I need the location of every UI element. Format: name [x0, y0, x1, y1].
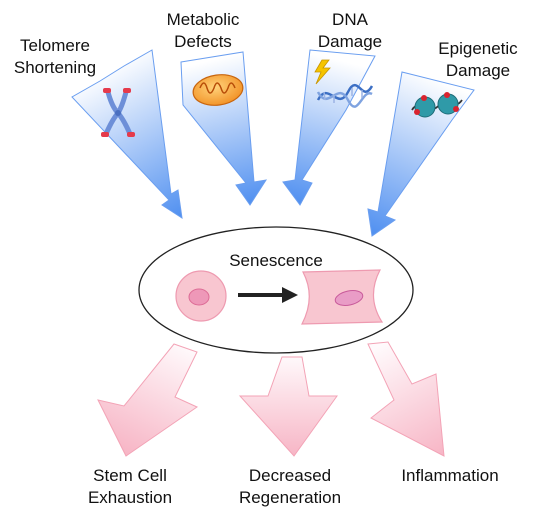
chromosome-icon [101, 88, 135, 137]
cause-label-line2: Shortening [13, 58, 97, 77]
outcome-label-stem-cell: Stem Cell Exhaustion [65, 465, 195, 509]
outcome-label-line1: Inflammation [401, 466, 499, 485]
normal-cell [175, 270, 227, 322]
cause-label-line1: Metabolic [166, 10, 240, 29]
transition-arrow [238, 287, 298, 303]
outcome-label-line1: Decreased [248, 466, 332, 485]
cause-label-line2: Damage [445, 61, 511, 80]
outcome-arrow-stem-cell [97, 343, 199, 457]
cause-label-line1: Epigenetic [438, 39, 518, 58]
outcome-arrow-regeneration [238, 356, 338, 457]
outcome-arrow-inflammation [367, 341, 445, 457]
outcome-label-line2: Regeneration [238, 488, 342, 507]
senescence-title: Senescence [229, 251, 323, 270]
mitochondrion-icon [192, 74, 244, 106]
cause-label-epigenetic: Epigenetic Damage [418, 38, 538, 82]
senescence-node: Senescence [138, 226, 414, 354]
outcome-label-regeneration: Decreased Regeneration [225, 465, 355, 509]
nucleosome-icon [411, 92, 463, 118]
outcome-label-line2: Exhaustion [87, 488, 173, 507]
cause-label-metabolic: Metabolic Defects [148, 9, 258, 53]
cause-arrow-epigenetic [367, 71, 475, 237]
cause-arrow-dna [282, 49, 376, 206]
cause-label-line1: Telomere [20, 36, 90, 55]
cause-label-line2: Defects [174, 32, 232, 51]
outcome-label-inflammation: Inflammation [385, 465, 515, 487]
cause-label-line2: Damage [317, 32, 383, 51]
cause-label-telomere: Telomere Shortening [0, 35, 110, 79]
outcome-label-line1: Stem Cell [93, 466, 167, 485]
cause-label-line1: DNA [332, 10, 368, 29]
cause-label-dna: DNA Damage [295, 9, 405, 53]
senescent-cell [301, 269, 384, 325]
dna-damage-icon [314, 59, 374, 108]
